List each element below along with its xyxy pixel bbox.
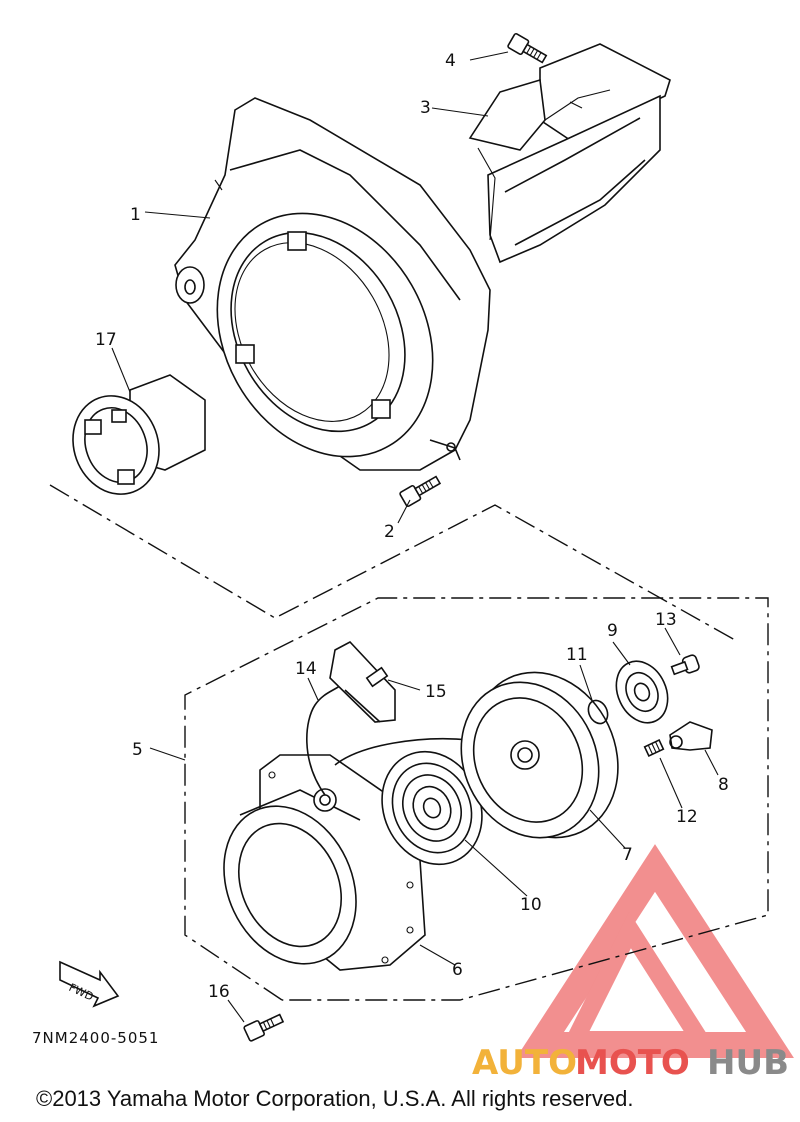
callout-7: 7	[622, 845, 633, 865]
pawl-part	[669, 721, 713, 751]
wordmark-auto: AUTO	[472, 1043, 577, 1083]
callout-8: 8	[718, 775, 729, 795]
automotohub-logo	[516, 844, 794, 1058]
callout-13: 13	[655, 610, 677, 630]
callout-11: 11	[566, 645, 588, 665]
callout-17: 17	[95, 330, 117, 350]
fwd-arrow-icon: FWD	[59, 960, 120, 1008]
leader-lines	[111, 51, 719, 1023]
screw-part	[670, 654, 700, 676]
callout-14: 14	[295, 659, 317, 679]
wordmark-hub: HUB	[707, 1043, 789, 1083]
wordmark-moto: MOTO	[575, 1043, 690, 1083]
callout-9: 9	[607, 621, 618, 641]
air-duct-part	[468, 43, 671, 264]
copyright-notice: ©2013 Yamaha Motor Corporation, U.S.A. A…	[36, 1086, 634, 1111]
bolt-part-2	[399, 475, 442, 507]
circlip-part	[587, 699, 609, 725]
automotohub-wordmark: AUTO MOTO HUB	[472, 1043, 789, 1083]
callout-4: 4	[445, 51, 456, 71]
rope-handle-part	[306, 641, 471, 796]
friction-plate-part	[615, 660, 669, 724]
callout-5: 5	[132, 740, 143, 760]
callout-10: 10	[520, 895, 542, 915]
callout-12: 12	[676, 807, 698, 827]
assembly-outline	[184, 597, 769, 1001]
callout-3: 3	[420, 98, 431, 118]
callout-labels: 1 2 3 4 5 6 7 8 9 10 11 12 13 14 15 16 1…	[95, 51, 729, 1002]
callout-16: 16	[208, 982, 230, 1002]
small-spring-part	[643, 739, 665, 757]
callout-1: 1	[130, 205, 141, 225]
callout-2: 2	[384, 522, 395, 542]
part-code: 7NM2400-5051	[32, 1029, 159, 1047]
callout-15: 15	[425, 682, 447, 702]
bolt-part-16	[243, 1013, 285, 1042]
callout-6: 6	[452, 960, 463, 980]
pulley-part	[460, 671, 619, 839]
spring-part	[381, 750, 483, 866]
fan-shroud-part	[174, 97, 491, 471]
bolt-part	[507, 33, 548, 64]
fan-cover-outline	[49, 484, 736, 641]
sleeve-part	[72, 374, 206, 495]
